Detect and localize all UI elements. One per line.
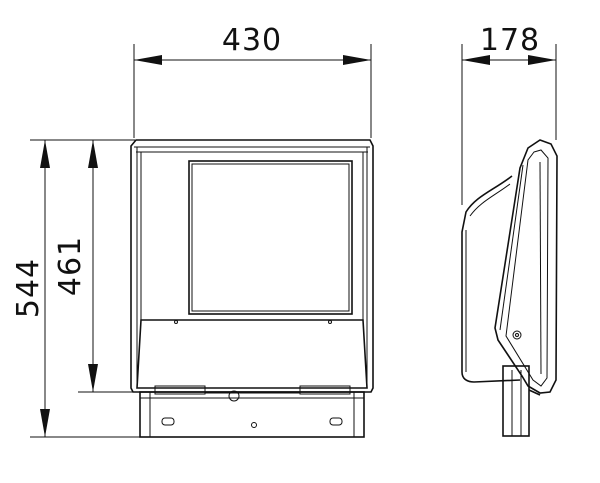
overall-height-dimension-label: 544 — [11, 258, 46, 318]
mounting-stub — [502, 365, 530, 437]
width-dimension-label: 430 — [222, 23, 282, 58]
mounting-bracket — [139, 391, 365, 438]
depth-dimension: 178 — [461, 23, 557, 205]
lens-glass — [188, 160, 353, 315]
side-view — [461, 139, 558, 437]
body-height-dimension: 461 — [53, 140, 135, 393]
overall-height-dimension: 544 — [11, 139, 150, 438]
width-dimension: 430 — [133, 23, 372, 138]
front-view — [130, 139, 374, 438]
body-height-dimension-label: 461 — [53, 236, 88, 296]
depth-dimension-label: 178 — [480, 23, 540, 58]
